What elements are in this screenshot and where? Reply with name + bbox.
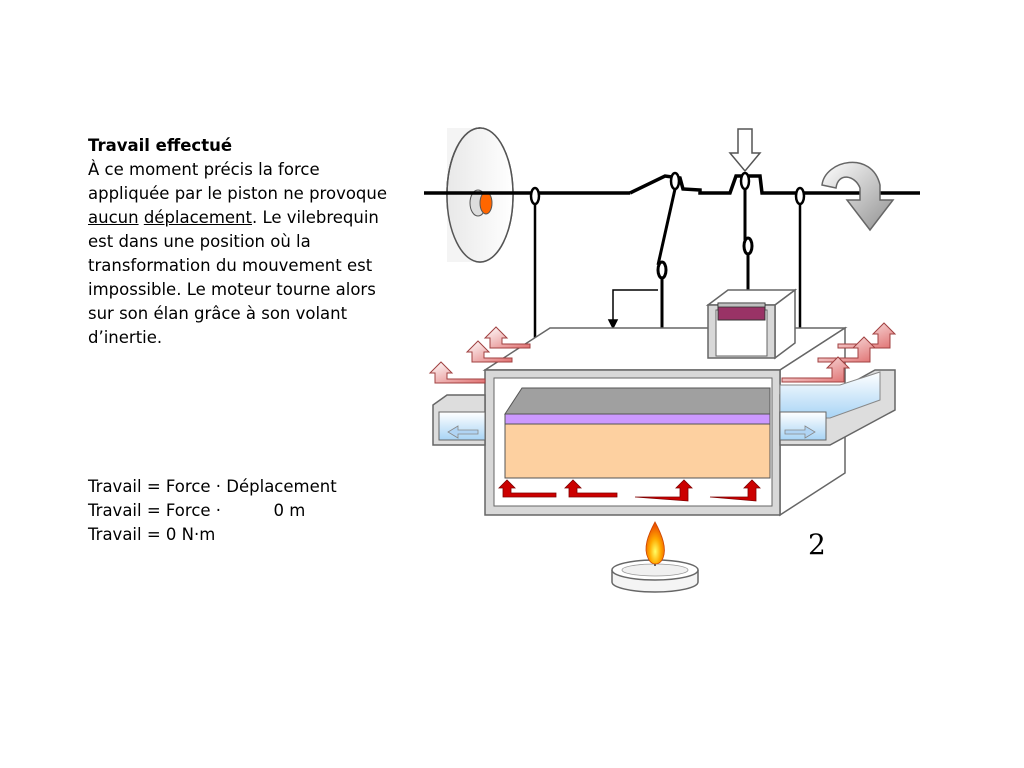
- cooling-tray-right: [779, 369, 896, 446]
- paragraph-part1: À ce moment précis la force appliquée pa…: [88, 160, 388, 203]
- equation-line-1: Travail = Force · Déplacement: [88, 477, 337, 496]
- force-arrow-icon: [728, 128, 762, 173]
- heat-release-arrows-left: [428, 326, 531, 384]
- candle-icon: [611, 521, 699, 593]
- slide-number: 2: [808, 528, 826, 561]
- paragraph-part2: . Le vilebrequin est dans une position o…: [88, 208, 379, 347]
- equation-line-2: Travail = Force · 0 m: [88, 501, 306, 520]
- rotation-arrow-icon: [821, 161, 895, 232]
- power-cylinder: [705, 288, 798, 360]
- support-rods: [533, 204, 802, 350]
- flywheel: [446, 127, 514, 263]
- cooling-tray-left: [432, 394, 486, 446]
- heat-flow-arrows: [498, 479, 761, 502]
- heat-release-arrows-right: [781, 322, 897, 383]
- title: Travail effectué: [88, 136, 233, 155]
- description-text: Travail effectué À ce moment précis la f…: [88, 134, 388, 350]
- underlined-word-aucun: aucun: [88, 208, 139, 227]
- power-piston-rod: [742, 189, 754, 304]
- underlined-word-deplacement: déplacement: [143, 208, 252, 227]
- crankshaft-loops: [529, 171, 806, 206]
- level-indicator: [607, 289, 658, 330]
- equation-line-3: Travail = 0 N·m: [88, 525, 216, 544]
- displacer-piston: [504, 387, 771, 479]
